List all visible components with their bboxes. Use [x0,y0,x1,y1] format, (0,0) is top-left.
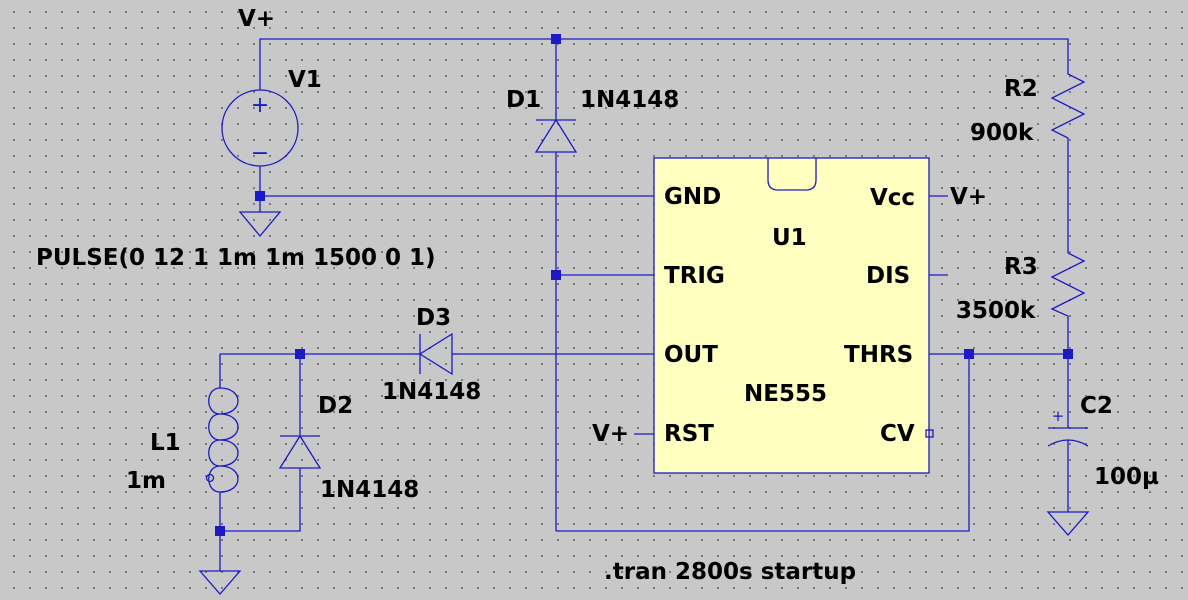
junction-dot [551,270,561,280]
v1-plus-sign: + [251,93,269,118]
u1-pin-thrs: THRS [844,342,914,368]
v1-minus-sign: − [251,141,269,166]
ground-symbol-l1 [198,570,242,595]
net-label-vplus-vcc: V+ [950,184,988,210]
r2-resistor-symbol[interactable] [1050,66,1086,146]
u1-name-label: U1 [772,225,807,251]
r3-resistor-symbol[interactable] [1050,245,1086,322]
junction-dot [964,349,974,359]
c2-capacitor-symbol[interactable]: + [1047,407,1089,447]
u1-pin-rst: RST [664,421,714,447]
wire-top-rail [259,38,1069,90]
junction-dot [1063,349,1073,359]
wire-bottom-loop [556,354,970,532]
junction-dot [215,526,225,536]
wire-gnd-net [259,166,654,197]
l1-inductor-symbol[interactable] [205,387,239,493]
d2-name-label: D2 [318,393,354,419]
junction-dot [551,34,561,44]
ground-symbol-c2 [1046,511,1090,536]
v1-value-label: PULSE(0 12 1 1m 1m 1500 0 1) [36,245,436,271]
u1-pin-cv: CV [880,421,915,447]
d1-diode-symbol[interactable] [534,110,578,165]
l1-value-label: 1m [126,468,166,494]
v1-name-label: V1 [288,67,322,93]
wires [219,38,1069,571]
c2-value-label: 100µ [1094,464,1159,490]
r3-value-label: 3500k [956,298,1036,324]
d1-name-label: D1 [506,87,542,113]
r2-value-label: 900k [970,120,1034,146]
junction-dot [295,349,305,359]
u1-ic-body[interactable] [653,157,930,474]
u1-pin-vcc: Vcc [870,185,916,211]
u1-pin-out: OUT [664,342,718,368]
u1-model-label: NE555 [744,381,827,407]
spice-directive[interactable]: .tran 2800s startup [604,559,857,585]
d2-diode-symbol[interactable] [278,434,322,469]
net-label-vplus-top: V+ [238,6,276,32]
junctions [215,34,1073,536]
d3-model-label: 1N4148 [382,379,482,405]
net-label-vplus-rst: V+ [592,421,630,447]
d1-model-label: 1N4148 [580,87,680,113]
u1-pin-dis: DIS [866,263,911,289]
u1-pin-gnd: GND [664,184,722,210]
l1-name-label: L1 [150,430,181,456]
v1-source-symbol[interactable]: + − [221,89,299,167]
c2-polarity-sign: + [1052,407,1065,425]
r2-name-label: R2 [1004,76,1038,102]
wire-d2-bottom [220,468,301,532]
u1-pin-trig: TRIG [664,263,725,289]
d3-name-label: D3 [416,305,452,331]
r3-name-label: R3 [1004,254,1038,280]
c2-name-label: C2 [1080,393,1113,419]
cv-pin-terminal [925,429,934,438]
d2-model-label: 1N4148 [320,477,420,503]
d3-diode-symbol[interactable] [405,332,460,376]
ground-symbol-v1 [238,211,282,238]
junction-dot [255,191,265,201]
